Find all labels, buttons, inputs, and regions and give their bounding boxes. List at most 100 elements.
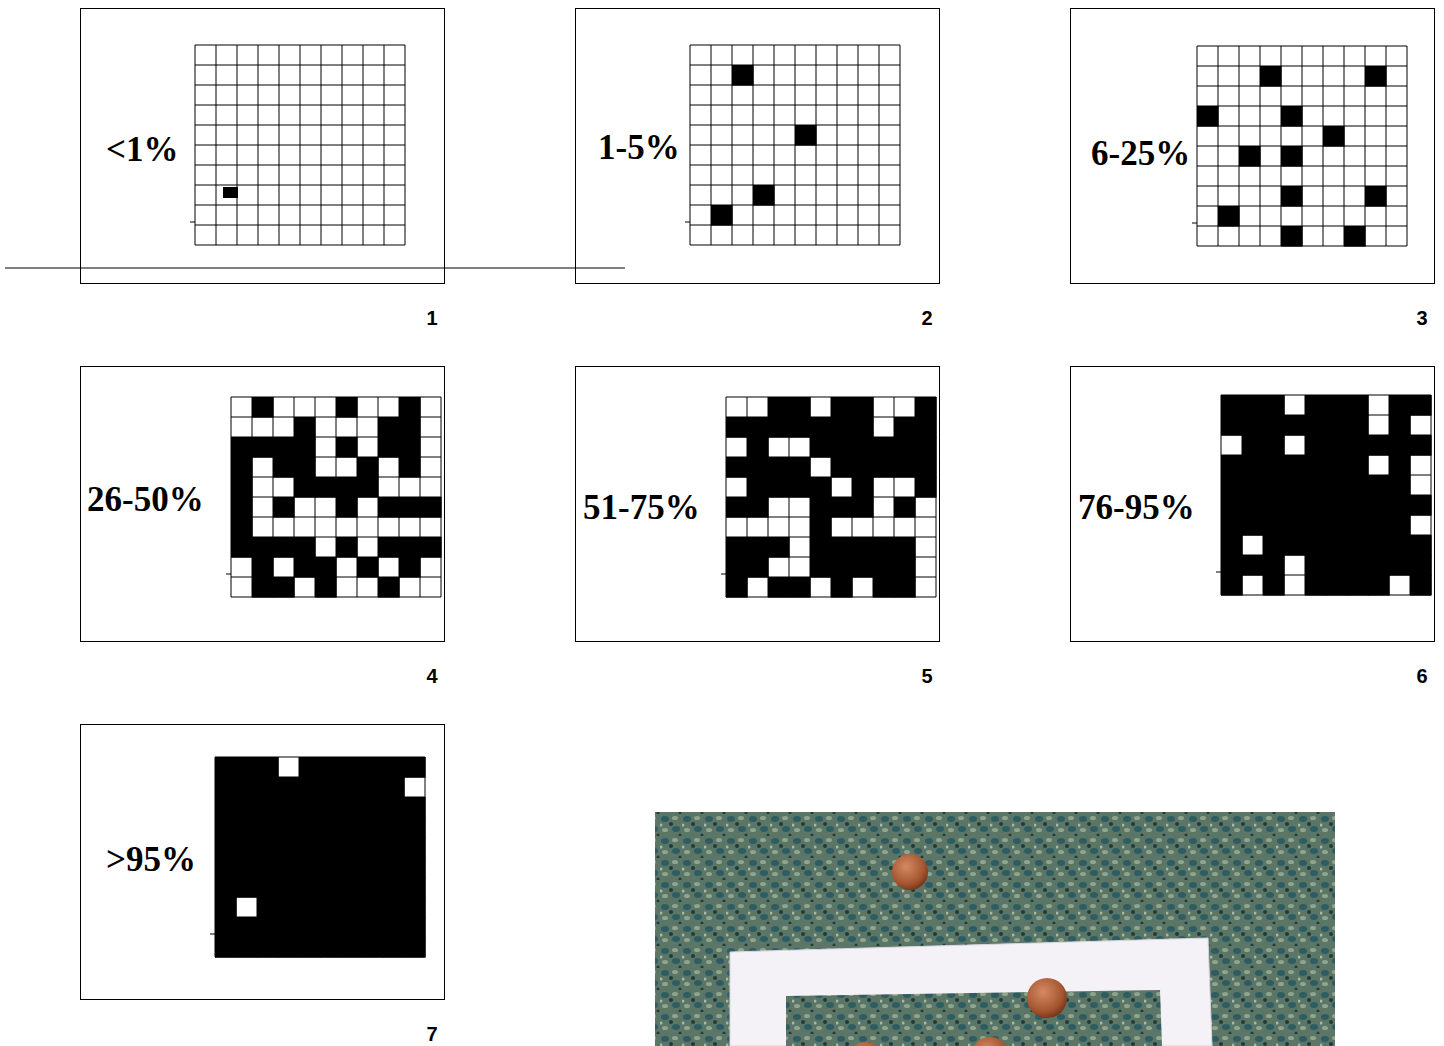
cover-cell xyxy=(768,477,790,498)
cover-cell xyxy=(1242,495,1264,516)
cover-cell xyxy=(320,937,342,958)
grid-line xyxy=(420,397,421,597)
cover-cell xyxy=(873,537,895,558)
cover-grid xyxy=(1216,395,1432,596)
cover-cell xyxy=(1305,575,1327,596)
cover-cell xyxy=(1305,535,1327,556)
cover-cell xyxy=(1305,415,1327,436)
grid-line xyxy=(357,397,358,597)
grid-line xyxy=(363,45,364,245)
grid-line xyxy=(1344,46,1345,246)
cover-cell xyxy=(1242,435,1264,456)
cover-cell xyxy=(378,437,400,458)
cover-cell xyxy=(894,557,916,578)
cover-cell xyxy=(1242,555,1264,576)
cover-cell xyxy=(1284,455,1306,476)
cover-cell xyxy=(252,537,274,558)
cover-cell xyxy=(1389,495,1411,516)
cover-cell xyxy=(357,477,379,498)
cover-cell xyxy=(336,477,358,498)
cover-cell xyxy=(362,777,384,798)
cover-cell xyxy=(1368,435,1390,456)
grid-line xyxy=(690,145,900,146)
cover-cell xyxy=(1389,515,1411,536)
cover-cell xyxy=(236,917,258,938)
cover-cell xyxy=(1197,106,1219,127)
cover-cell xyxy=(315,557,337,578)
grid-line xyxy=(195,225,405,226)
cover-cell xyxy=(278,937,300,958)
cover-cell xyxy=(278,897,300,918)
grid-line xyxy=(1221,575,1431,576)
cover-cell xyxy=(852,557,874,578)
cover-cell xyxy=(1263,515,1285,536)
cover-cell xyxy=(341,897,363,918)
cover-cell xyxy=(1326,395,1348,416)
cover-cell xyxy=(236,817,258,838)
cover-cell xyxy=(711,205,733,226)
cover-cell xyxy=(383,897,405,918)
cover-cell xyxy=(362,877,384,898)
grid-line xyxy=(321,45,322,245)
grid-line xyxy=(1197,246,1407,247)
cover-cell xyxy=(215,857,237,878)
cover-cell xyxy=(341,777,363,798)
cover-cell xyxy=(362,897,384,918)
cover-cell xyxy=(278,837,300,858)
cover-cell xyxy=(1281,226,1303,247)
cover-cell xyxy=(341,857,363,878)
cover-cell xyxy=(257,857,279,878)
cover-cell xyxy=(336,497,358,518)
cover-cell xyxy=(1263,415,1285,436)
cover-cell xyxy=(236,797,258,818)
grid-line xyxy=(195,145,405,146)
cover-cell xyxy=(215,917,237,938)
class-panel: 1-5% xyxy=(575,8,940,284)
cover-cell xyxy=(362,817,384,838)
cover-cell xyxy=(420,497,442,518)
cover-cell xyxy=(294,437,316,458)
cover-cell xyxy=(1347,415,1369,436)
cover-cell xyxy=(299,757,321,778)
cover-cell xyxy=(1263,495,1285,516)
cover-cell xyxy=(831,537,853,558)
cover-cell xyxy=(726,417,748,438)
cover-cell xyxy=(747,437,769,458)
cover-cell xyxy=(252,577,274,598)
panel-number: 5 xyxy=(921,666,932,686)
tick-line xyxy=(1192,223,1197,224)
cover-cell xyxy=(320,777,342,798)
grid-line xyxy=(1221,595,1431,596)
grid-line xyxy=(405,45,406,245)
cover-cell xyxy=(810,557,832,578)
grid-line xyxy=(873,397,874,597)
cover-cell xyxy=(789,417,811,438)
panel-number: 3 xyxy=(1416,308,1427,328)
cover-cell xyxy=(894,537,916,558)
cover-cell xyxy=(915,397,937,418)
panel-number: 4 xyxy=(426,666,437,686)
grid-line xyxy=(690,165,900,166)
class-panel: 6-25% xyxy=(1070,8,1435,284)
cover-cell xyxy=(257,817,279,838)
cover-cell xyxy=(795,125,817,146)
tick-line xyxy=(1216,572,1221,573)
cover-cell xyxy=(383,797,405,818)
class-panel: <1% xyxy=(80,8,445,284)
cover-cell xyxy=(1305,435,1327,456)
cover-cell xyxy=(299,877,321,898)
grid-line xyxy=(441,397,442,597)
grid-ground xyxy=(195,45,405,245)
cover-cell xyxy=(257,917,279,938)
grid-line xyxy=(1221,555,1431,556)
grid-line xyxy=(726,557,936,558)
cover-cell xyxy=(1284,415,1306,436)
grid-line xyxy=(404,757,405,957)
cover-cell xyxy=(768,457,790,478)
grid-line xyxy=(215,857,425,858)
grid-line xyxy=(231,557,441,558)
cover-cell xyxy=(278,817,300,838)
cover-cell xyxy=(1263,435,1285,456)
cover-cell xyxy=(1326,535,1348,556)
